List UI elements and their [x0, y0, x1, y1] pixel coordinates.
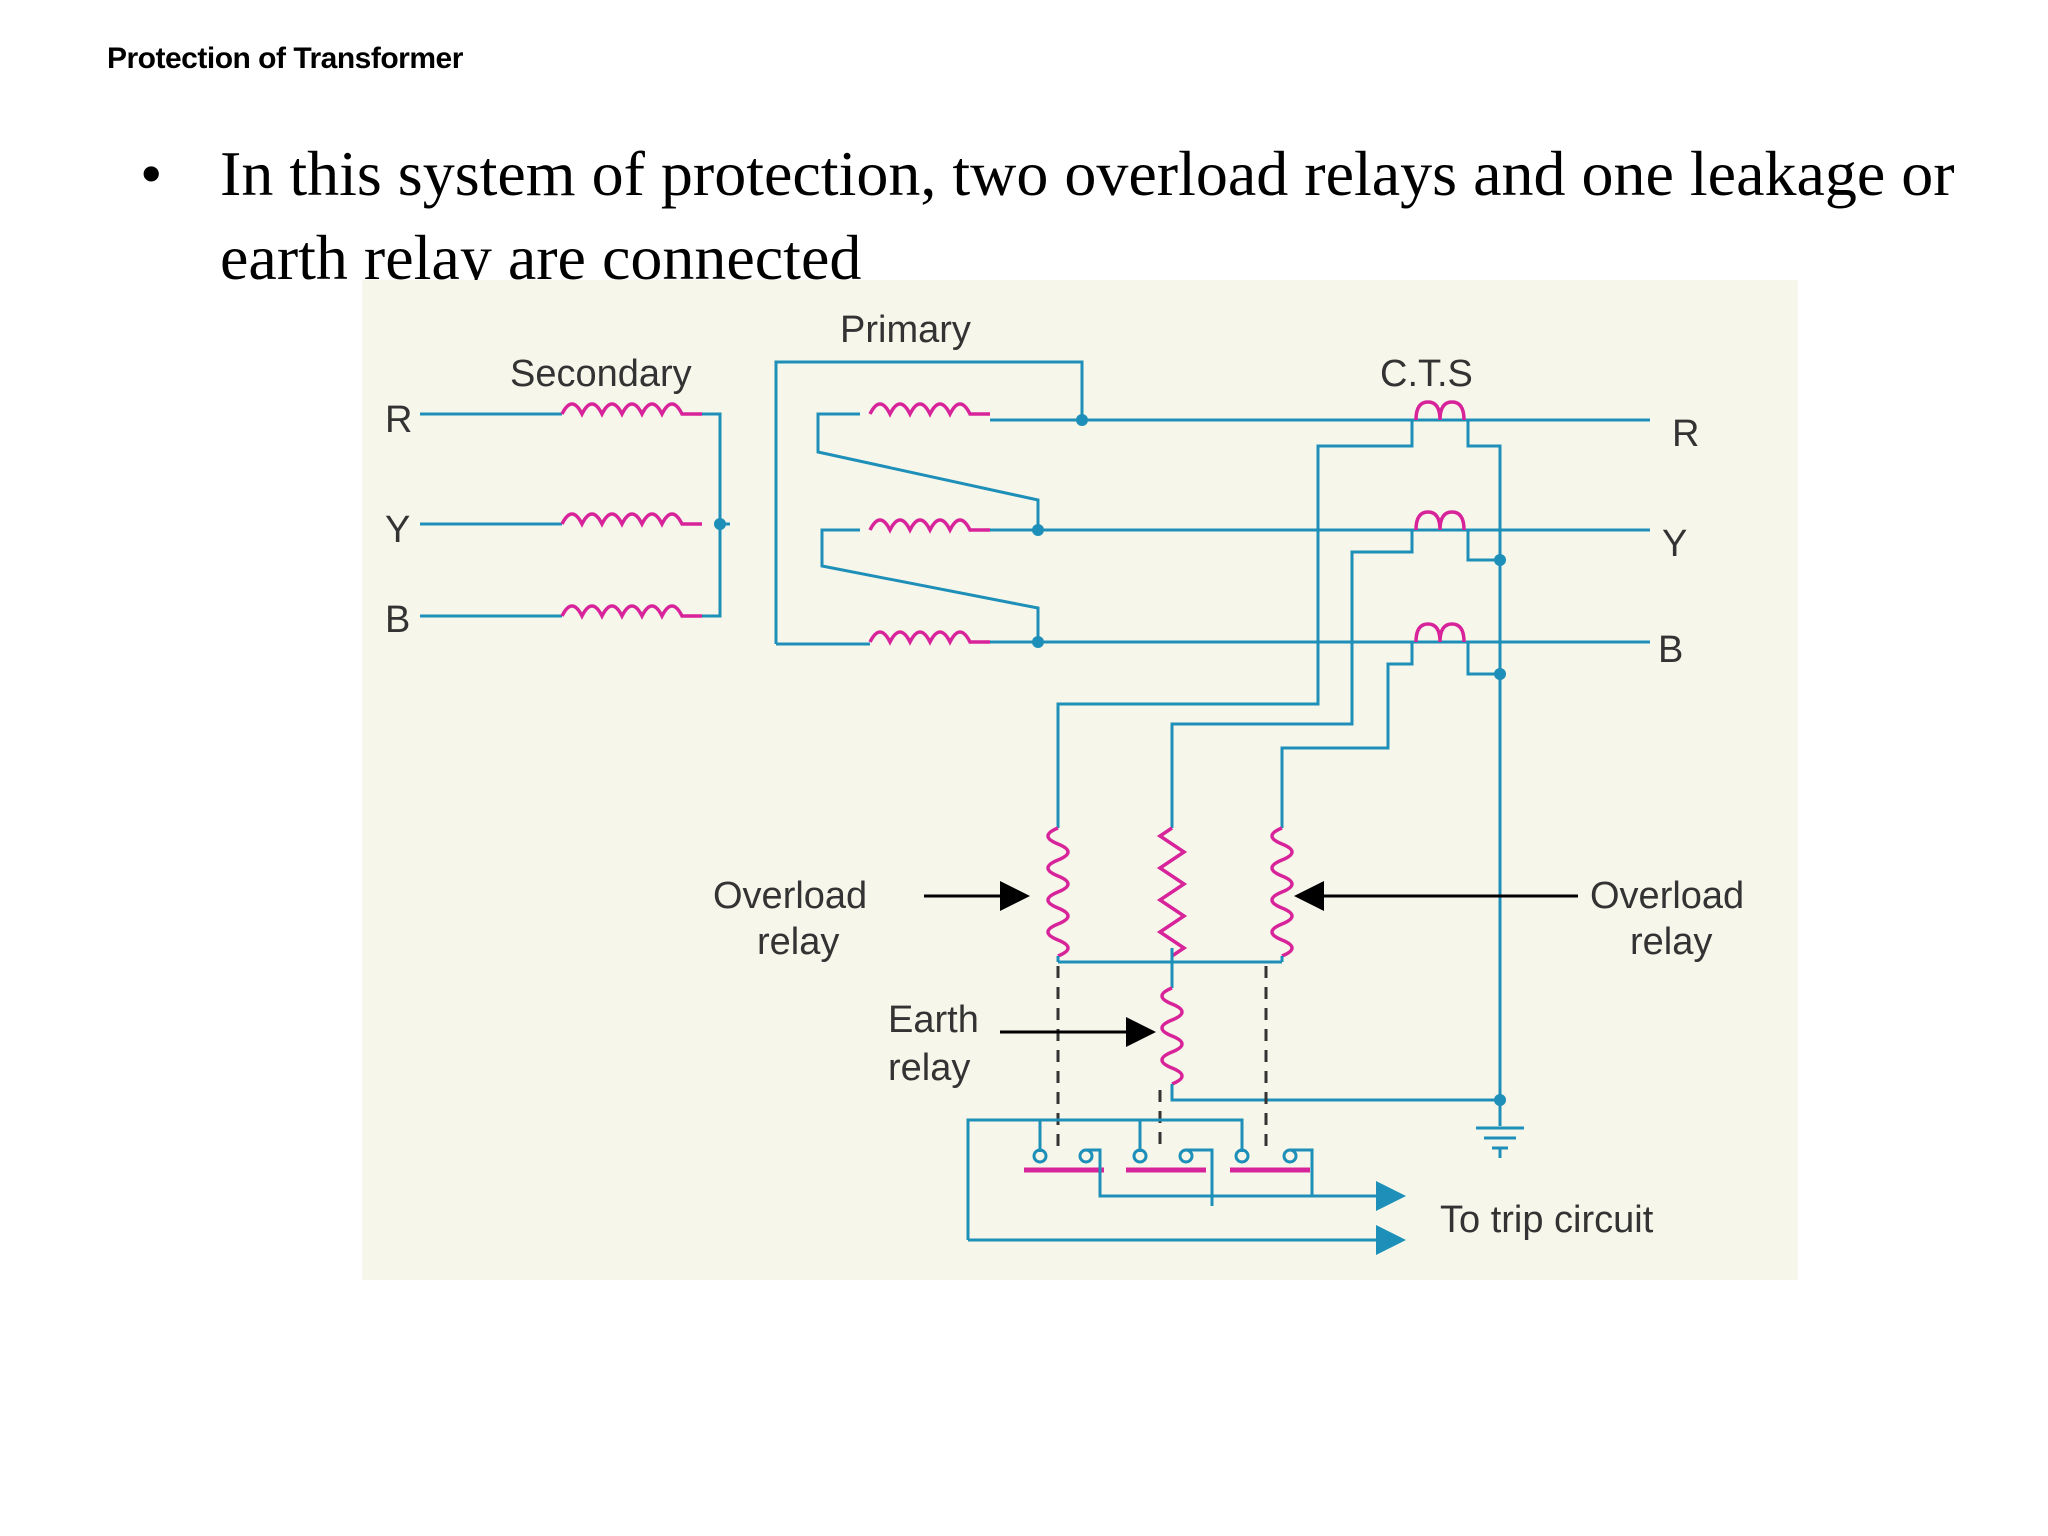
- label-earth-line1: Earth: [888, 999, 979, 1041]
- label-earth-line2: relay: [888, 1047, 970, 1089]
- label-phase-b-left: B: [385, 599, 410, 641]
- label-trip-circuit: To trip circuit: [1440, 1199, 1654, 1241]
- main-lines: [990, 418, 1650, 644]
- earth-relay-coil: [1160, 986, 1184, 1086]
- label-primary: Primary: [840, 309, 971, 351]
- label-overload-right-line1: Overload: [1590, 875, 1744, 917]
- label-overload-left-line1: Overload: [713, 875, 867, 917]
- ground-icon: [1476, 1126, 1524, 1158]
- label-phase-r-right: R: [1672, 413, 1699, 455]
- bullet-text: In this system of protection, two overlo…: [220, 138, 1955, 293]
- trip-contacts: [966, 1118, 1406, 1255]
- label-overload-right-line2: relay: [1630, 921, 1712, 963]
- earth-relay-resistor: [1156, 826, 1188, 958]
- diagram-panel: [362, 280, 1798, 1280]
- bullet-dot: •: [140, 138, 163, 209]
- label-overload-left-line2: relay: [757, 921, 839, 963]
- earth-return-wire: [1170, 1084, 1502, 1126]
- left-overload-relay-coil: [1046, 826, 1070, 962]
- secondary-winding: [420, 402, 730, 620]
- primary-winding: [774, 360, 1088, 648]
- right-overload-relay-coil: [1270, 826, 1294, 958]
- label-phase-r-left: R: [385, 399, 412, 441]
- current-transformers: [1056, 400, 1506, 1100]
- label-secondary: Secondary: [510, 353, 692, 395]
- label-phase-b-right: B: [1658, 629, 1683, 671]
- label-phase-y-left: Y: [385, 509, 410, 551]
- label-cts: C.T.S: [1380, 353, 1473, 395]
- slide-title: Protection of Transformer: [107, 42, 463, 75]
- label-phase-y-right: Y: [1662, 523, 1687, 565]
